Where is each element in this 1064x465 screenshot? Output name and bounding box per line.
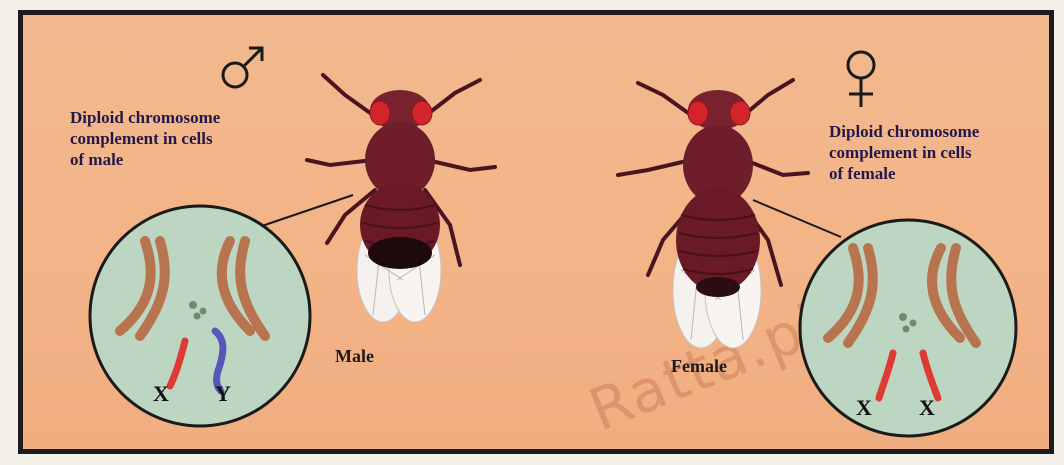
male-chromosome-circle	[85, 201, 315, 431]
female-x-label-1: X	[856, 395, 872, 421]
female-x-label-2: X	[919, 395, 935, 421]
male-y-label: Y	[215, 381, 231, 407]
male-x-label: X	[153, 381, 169, 407]
male-label: Male	[335, 346, 374, 367]
figure-frame: Ratta.pk Diploid chromosome complement i…	[18, 10, 1054, 454]
female-label: Female	[671, 356, 727, 377]
female-chromosome-circle	[793, 213, 1023, 443]
